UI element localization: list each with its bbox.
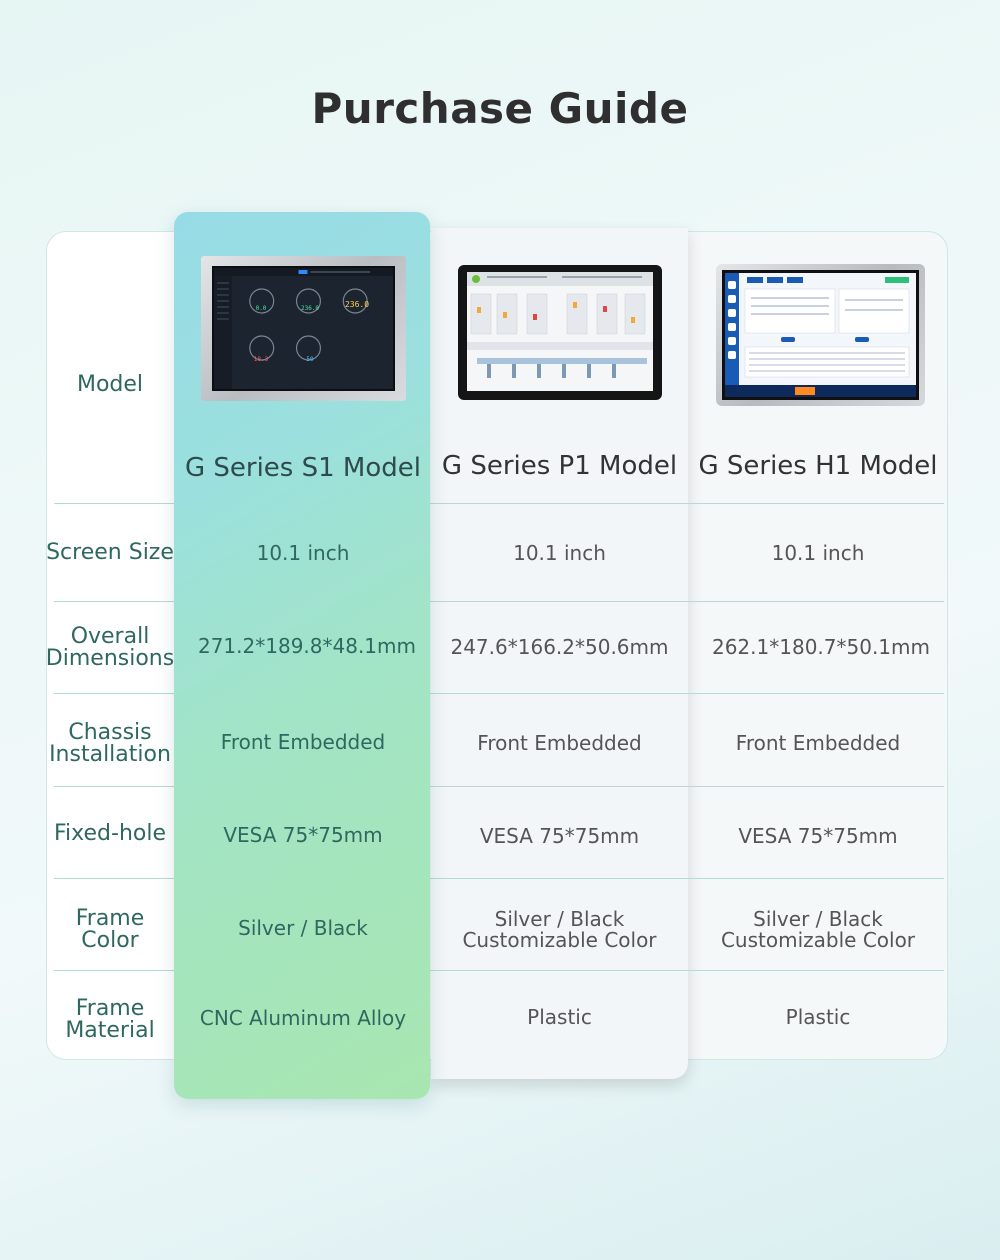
h1-fixed-hole: VESA 75*75mm <box>738 823 898 848</box>
p1-fixed-hole: VESA 75*75mm <box>479 823 640 848</box>
row-divider <box>54 786 944 787</box>
gauge-value: 236.0 <box>344 300 370 309</box>
row-label-line: Dimensions <box>45 646 175 671</box>
h1-screen <box>722 270 919 400</box>
h1-frame-material: Plastic <box>785 1004 851 1029</box>
s1-device-image: 0.0 236.0 236.0 18.3 50 <box>201 256 406 401</box>
s1-installation: Front Embedded <box>220 729 386 754</box>
row-label-line: Installation <box>49 742 171 767</box>
s1-frame-material: CNC Aluminum Alloy <box>199 1005 407 1030</box>
row-label-line: Overall <box>70 624 150 649</box>
s1-screen: 0.0 236.0 236.0 18.3 50 <box>212 266 395 391</box>
s1-screen-size: 10.1 inch <box>256 540 350 565</box>
page-title: Purchase Guide <box>311 84 689 133</box>
row-label-overall-dimensions: Overall Dimensions <box>46 622 174 674</box>
frame-color-line: Customizable Color <box>462 928 657 952</box>
model-name-h1: G Series H1 Model <box>698 451 938 481</box>
s1-frame-color: Silver / Black <box>238 915 368 940</box>
row-divider <box>54 970 944 971</box>
gauge-value: 50 <box>306 356 314 363</box>
h1-frame-color: Silver / Black Customizable Color <box>688 904 948 956</box>
frame-color-line: Customizable Color <box>720 928 916 952</box>
frame-color-line: Silver / Black <box>753 907 883 931</box>
row-divider <box>54 503 944 504</box>
row-divider <box>54 601 944 602</box>
row-label-line: Color <box>81 928 139 953</box>
p1-frame-material: Plastic <box>527 1004 592 1029</box>
row-label-line: Material <box>65 1018 155 1043</box>
s1-fixed-hole: VESA 75*75mm <box>223 822 383 847</box>
row-label-frame-material: Frame Material <box>46 994 174 1046</box>
p1-screen <box>467 272 653 391</box>
row-label-fixed-hole: Fixed-hole <box>54 821 166 846</box>
frame-color-line: Silver / Black <box>494 907 625 931</box>
h1-dimensions: 262.1*180.7*50.1mm <box>711 634 930 659</box>
row-divider <box>54 878 944 879</box>
h1-installation: Front Embedded <box>735 730 901 755</box>
h1-screen-size: 10.1 inch <box>771 540 865 565</box>
p1-installation: Front Embedded <box>477 730 642 755</box>
model-name-s1: G Series S1 Model <box>184 453 421 483</box>
gauge-value: 0.0 <box>255 305 267 312</box>
gauge-value: 18.3 <box>253 356 269 363</box>
p1-dimensions: 247.6*166.2*50.6mm <box>450 634 669 659</box>
row-label-line: Frame <box>75 996 145 1021</box>
s1-dimensions: 271.2*189.8*48.1mm <box>197 633 416 658</box>
row-label-line: Chassis <box>68 720 152 745</box>
gauge-value: 236.0 <box>300 305 320 312</box>
p1-screen-size: 10.1 inch <box>513 540 606 565</box>
model-name-p1: G Series P1 Model <box>441 451 678 481</box>
h1-device-image <box>716 264 925 406</box>
row-label-line: Frame <box>75 906 145 931</box>
row-label-chassis-installation: Chassis Installation <box>46 718 174 770</box>
row-divider <box>54 693 944 694</box>
row-label-model: Model <box>76 372 144 397</box>
row-label-frame-color: Frame Color <box>46 904 174 956</box>
p1-device-image <box>458 265 662 400</box>
row-label-screen-size: Screen Size <box>46 540 174 565</box>
p1-frame-color: Silver / Black Customizable Color <box>431 904 688 956</box>
